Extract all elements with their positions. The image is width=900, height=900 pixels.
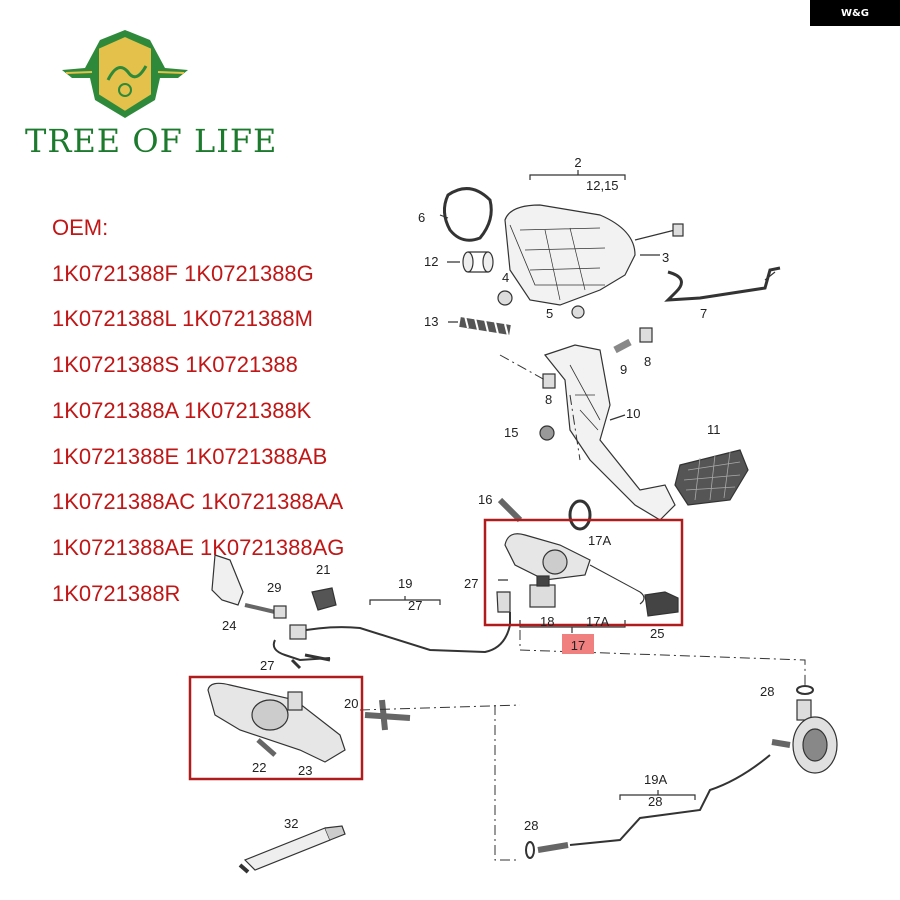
pedal-pad-part-11 <box>674 449 749 506</box>
pin-part-9 <box>613 338 632 354</box>
tag-17-background <box>562 634 594 654</box>
bleeder-part-28a <box>771 685 838 774</box>
tree-of-life-logo <box>62 30 188 118</box>
callout-5: 5 <box>546 306 553 321</box>
callout-17a-top: 17A <box>588 533 611 548</box>
pedal-bracket-part-2 <box>504 204 636 306</box>
callout-6: 6 <box>418 210 425 225</box>
callout-8-left: 8 <box>545 392 552 407</box>
bushing-part-12 <box>462 251 494 273</box>
oem-line: 1K0721388A 1K0721388K <box>52 397 312 423</box>
bracket-part-24 <box>211 554 244 606</box>
callout-21: 21 <box>316 562 330 577</box>
highlight-box-master-cylinder <box>483 518 684 627</box>
bleeder-part-28c <box>525 841 569 859</box>
hydraulic-line-part-19 <box>294 612 511 654</box>
callout-2: 2 <box>574 155 581 170</box>
grease-tube-part-32 <box>238 825 346 874</box>
leader-lines <box>359 354 806 861</box>
callout-22: 22 <box>252 760 266 775</box>
callout-29: 29 <box>267 580 281 595</box>
callout-24: 24 <box>222 618 236 633</box>
clip-part-21 <box>311 587 337 611</box>
brand-badge: W&G <box>810 0 900 26</box>
oem-line: 1K0721388E 1K0721388AB <box>52 443 328 469</box>
callout-10: 10 <box>626 406 640 421</box>
callout-8-right: 8 <box>644 354 651 369</box>
o-ring-part-17a <box>568 499 592 531</box>
bolt-part-22 <box>256 738 277 757</box>
master-cylinder-part-17 <box>504 533 645 605</box>
nut-part-5 <box>571 305 585 319</box>
fitting-part-27b <box>290 653 331 670</box>
hydraulic-line-part-19a <box>569 754 771 846</box>
highlight-box-slave-cylinder <box>188 675 364 781</box>
callout-17a-bottom: 17A <box>586 614 609 629</box>
oem-number-list: OEM: 1K0721388F 1K0721388G 1K0721388L 1K… <box>52 205 344 616</box>
badge-text: W&G <box>841 7 869 19</box>
pedal-lever-part-10 <box>543 344 676 521</box>
callout-28-line: 28 <box>648 794 662 809</box>
hose-part-16 <box>497 497 523 523</box>
callout-18: 18 <box>540 614 554 629</box>
bolt-part-3 <box>634 223 684 241</box>
callout-11: 11 <box>707 422 721 437</box>
bushing-part-8a <box>639 327 653 343</box>
switch-part-18 <box>529 575 556 608</box>
fitting-part-27a <box>496 579 511 613</box>
oem-line: 1K0721388S 1K0721388 <box>52 352 298 378</box>
callout-17: 17 <box>571 638 585 653</box>
connector-part-25 <box>644 591 679 617</box>
callout-12: 12 <box>424 254 438 269</box>
callout-16: 16 <box>478 492 492 507</box>
callout-27-mid: 27 <box>260 658 274 673</box>
nut-part-4 <box>497 290 513 306</box>
callout-4: 4 <box>502 270 509 285</box>
oem-line: 1K0721388R <box>52 580 181 606</box>
callout-9: 9 <box>620 362 627 377</box>
gasket-part-6 <box>443 187 493 242</box>
oem-line: 1K0721388L 1K0721388M <box>52 306 313 332</box>
oem-line: 1K0721388AC 1K0721388AA <box>52 489 344 515</box>
t-fitting-part-20 <box>364 699 411 731</box>
stop-part-15 <box>539 425 555 441</box>
rod-part-7 <box>664 266 781 302</box>
spring-part-13 <box>459 315 511 337</box>
bolt-part-29 <box>244 603 287 619</box>
callout-7: 7 <box>700 306 707 321</box>
callout-27-top: 27 <box>464 576 478 591</box>
oem-line: 1K0721388AE 1K0721388AG <box>52 534 345 560</box>
callout-27-line: 27 <box>408 598 422 613</box>
callout-28-right: 28 <box>760 684 774 699</box>
callout-23: 23 <box>298 763 312 778</box>
callout-13: 13 <box>424 314 438 329</box>
callout-32: 32 <box>284 816 298 831</box>
callout-3: 3 <box>662 250 669 265</box>
oem-heading: OEM: <box>52 215 109 240</box>
callout-12-15: 12,15 <box>586 178 619 193</box>
callout-19: 19 <box>398 576 412 591</box>
oem-line: 1K0721388F 1K0721388G <box>52 260 314 286</box>
callout-20: 20 <box>344 696 358 711</box>
callout-28-bottom: 28 <box>524 818 538 833</box>
callout-15: 15 <box>504 425 518 440</box>
brand-name: TREE OF LIFE <box>25 122 278 160</box>
bushing-part-8b <box>542 373 556 389</box>
callout-25: 25 <box>650 626 664 641</box>
slave-cylinder-part-23 <box>207 682 346 763</box>
callout-19a: 19A <box>644 772 667 787</box>
